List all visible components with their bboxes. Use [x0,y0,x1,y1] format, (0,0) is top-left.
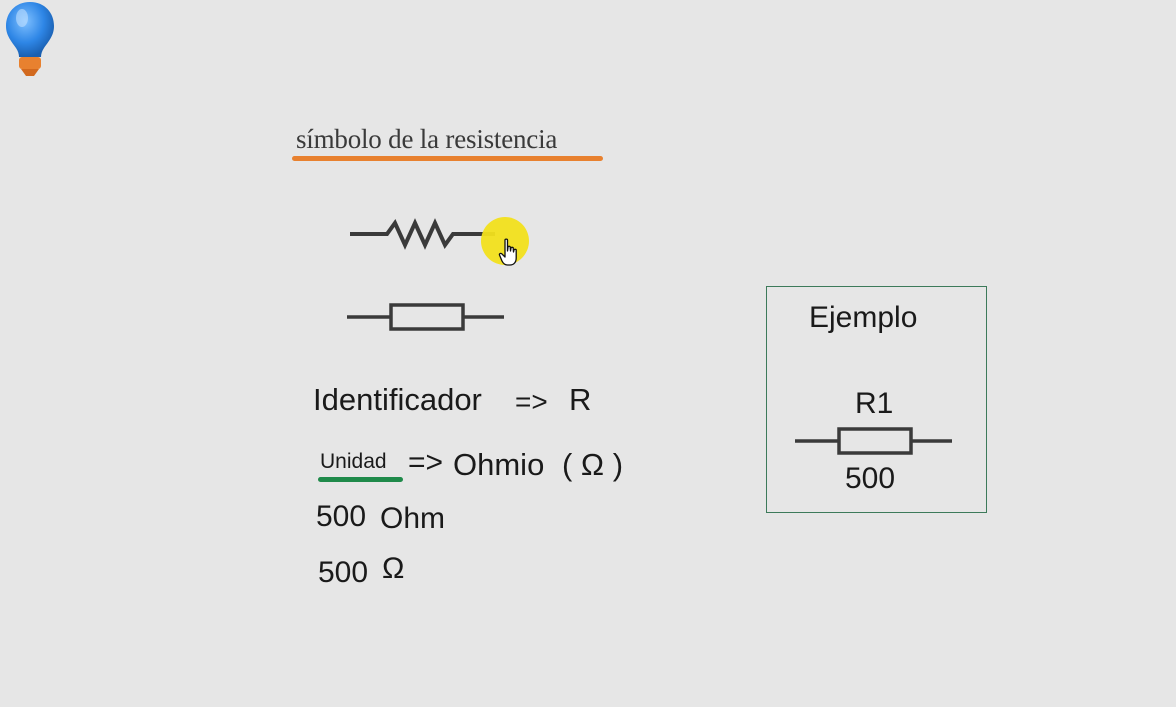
example-box [766,286,987,513]
example-resistor-label: R1 [855,387,894,420]
identifier-value: R [569,382,592,417]
zigzag-resistor-symbol [350,218,495,250]
value-unit-1: Ohm [380,502,446,535]
unit-value: Ohmio [453,447,545,482]
title-underline [292,156,603,161]
identifier-arrow: => [515,386,548,417]
page-title: símbolo de la resistencia [296,124,558,154]
unit-label: Unidad [320,450,387,473]
value-number-2: 500 [318,556,369,589]
unit-symbol: ( Ω ) [562,447,624,482]
hand-pointer-icon [498,238,517,266]
example-resistor-symbol [795,427,952,455]
identifier-label: Identificador [313,382,482,417]
unit-label-underline [318,477,403,482]
example-title: Ejemplo [809,301,918,334]
value-unit-2: Ω [382,552,405,585]
lightbulb-icon [6,2,54,76]
value-number-1: 500 [316,500,367,533]
rectangle-resistor-symbol [347,303,504,331]
example-resistor-value: 500 [845,462,896,495]
unit-arrow: => [408,446,444,479]
